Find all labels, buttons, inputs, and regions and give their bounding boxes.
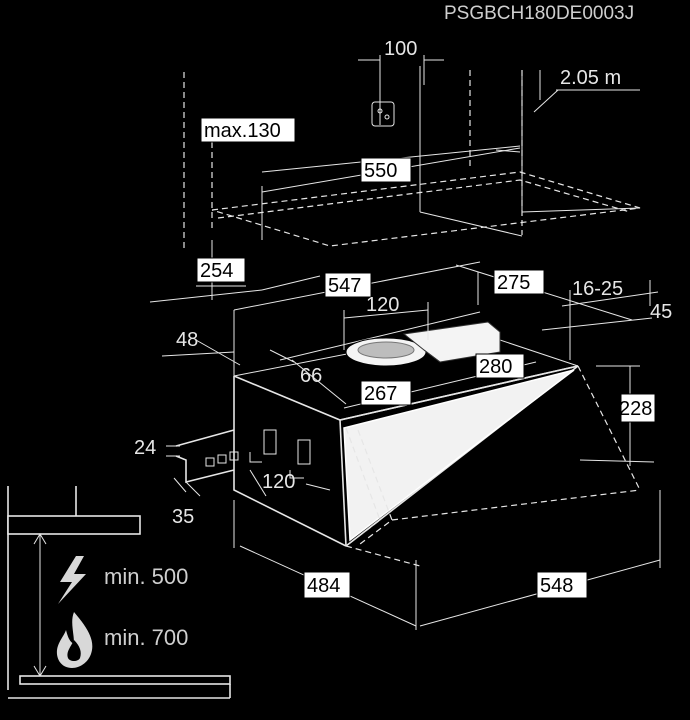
hood-unit bbox=[175, 311, 641, 567]
dim-550-box bbox=[360, 157, 412, 183]
dim-548: 548 bbox=[540, 575, 573, 597]
gas-hob-icon bbox=[56, 612, 93, 668]
dim-484-box bbox=[303, 571, 351, 599]
dim-120-side: 120 bbox=[262, 471, 295, 493]
dim-547: 547 bbox=[328, 275, 361, 297]
dim-100: 100 bbox=[384, 38, 417, 60]
dim-height-205: 2.05 m bbox=[560, 67, 621, 89]
glass-front-panel bbox=[343, 369, 575, 542]
dim-550: 550 bbox=[364, 160, 397, 182]
dim-35: 35 bbox=[172, 506, 194, 528]
dim-max130-box bbox=[200, 117, 296, 143]
clearance-diagram bbox=[7, 486, 231, 699]
hood-section bbox=[7, 515, 141, 535]
dim-484: 484 bbox=[307, 575, 340, 597]
dim-228: 228 bbox=[619, 398, 652, 420]
electric-hob-icon bbox=[58, 556, 86, 604]
dim-24: 24 bbox=[134, 437, 156, 459]
clearance-electric: min. 500 bbox=[104, 564, 188, 589]
dim-66: 66 bbox=[300, 365, 322, 387]
dim-547-box bbox=[324, 272, 372, 298]
dim-280-box bbox=[475, 353, 525, 379]
hob-top bbox=[19, 675, 231, 685]
socket-icon bbox=[371, 101, 395, 127]
dim-228-box bbox=[620, 393, 656, 423]
dim-45: 45 bbox=[650, 301, 672, 323]
dim-280: 280 bbox=[479, 356, 512, 378]
dim-max130: max.130 bbox=[204, 120, 281, 142]
dim-267: 267 bbox=[364, 383, 397, 405]
clearance-gas: min. 700 bbox=[104, 625, 188, 650]
dim-16-25: 16-25 bbox=[572, 278, 623, 300]
dim-275-box bbox=[493, 269, 545, 295]
dim-254: 254 bbox=[200, 260, 233, 282]
dim-275: 275 bbox=[497, 272, 530, 294]
dim-548-box bbox=[536, 571, 588, 599]
dim-267-box bbox=[360, 380, 412, 406]
dim-254-box bbox=[196, 257, 246, 283]
dim-120-top: 120 bbox=[366, 294, 399, 316]
drawing-code: PSGBCH180DE0003J bbox=[444, 3, 634, 24]
dim-48: 48 bbox=[176, 329, 198, 351]
